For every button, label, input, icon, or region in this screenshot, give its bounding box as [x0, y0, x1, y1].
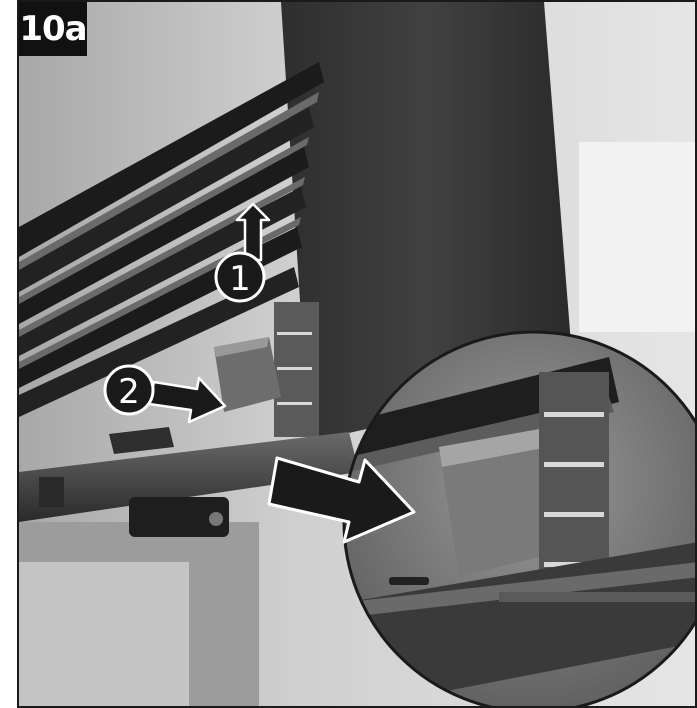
floor-light: [19, 562, 189, 706]
zoom-arrow-icon: [267, 456, 416, 544]
step-label: 10a: [19, 2, 88, 56]
callout-circle-1: [214, 251, 266, 303]
bright-window: [579, 142, 695, 332]
louvre-fins: [19, 62, 324, 417]
mount-bracket: [129, 497, 229, 537]
pillar: [281, 2, 574, 442]
installation-photo: 1 2: [19, 2, 695, 706]
callout-number-2: 2: [118, 372, 140, 412]
bottom-rail: [19, 432, 359, 522]
callout-number-1: 1: [229, 259, 251, 299]
callout-circle-2: [103, 364, 155, 416]
arrow-right-icon: [147, 376, 227, 424]
clip-block: [214, 337, 281, 412]
illustration-frame: 1 2 10a: [17, 0, 697, 708]
arrow-up-icon: [235, 202, 271, 262]
zoom-inset: [344, 332, 695, 706]
